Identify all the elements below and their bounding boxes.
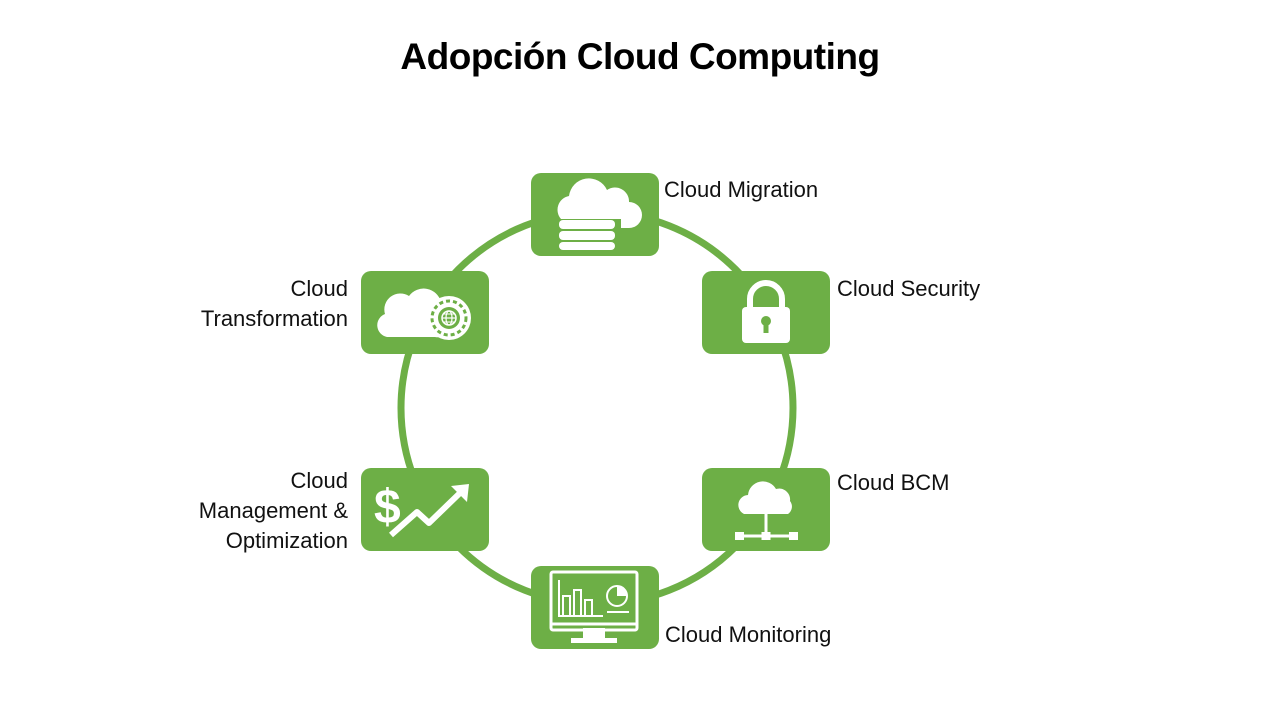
svg-text:$: $ [374, 481, 401, 534]
cloud-gear-globe-icon [377, 288, 471, 340]
label-cloud-security: Cloud Security [837, 274, 980, 304]
label-line: Cloud Monitoring [665, 622, 832, 647]
label-line: Cloud Security [837, 276, 981, 301]
node-cloud-monitoring [531, 566, 659, 649]
label-line: Cloud [290, 468, 348, 493]
page-title: Adopción Cloud Computing [400, 36, 880, 77]
node-cloud-security [702, 271, 830, 354]
label-line: Transformation [200, 306, 348, 331]
dollar-growth-icon: $ [374, 481, 469, 538]
label-cloud-management: Cloud Management & Optimization [158, 466, 348, 556]
node-cloud-management: $ [361, 468, 489, 551]
cloud-database-icon [557, 178, 642, 250]
label-line: Cloud Migration [664, 177, 819, 202]
cloud-network-icon [735, 481, 798, 540]
label-line: Cloud BCM [837, 470, 950, 495]
monitor-chart-icon [549, 570, 639, 643]
label-cloud-migration: Cloud Migration [664, 175, 818, 205]
label-cloud-bcm: Cloud BCM [837, 468, 949, 498]
node-cloud-migration [531, 173, 659, 256]
label-cloud-monitoring: Cloud Monitoring [665, 620, 831, 650]
label-cloud-transformation: Cloud Transformation [158, 274, 348, 334]
label-line: Management & [198, 498, 348, 523]
node-cloud-bcm [702, 468, 830, 551]
node-cloud-transformation [361, 271, 489, 354]
label-line: Cloud [290, 276, 348, 301]
label-line: Optimization [225, 528, 348, 553]
padlock-icon [742, 280, 790, 343]
